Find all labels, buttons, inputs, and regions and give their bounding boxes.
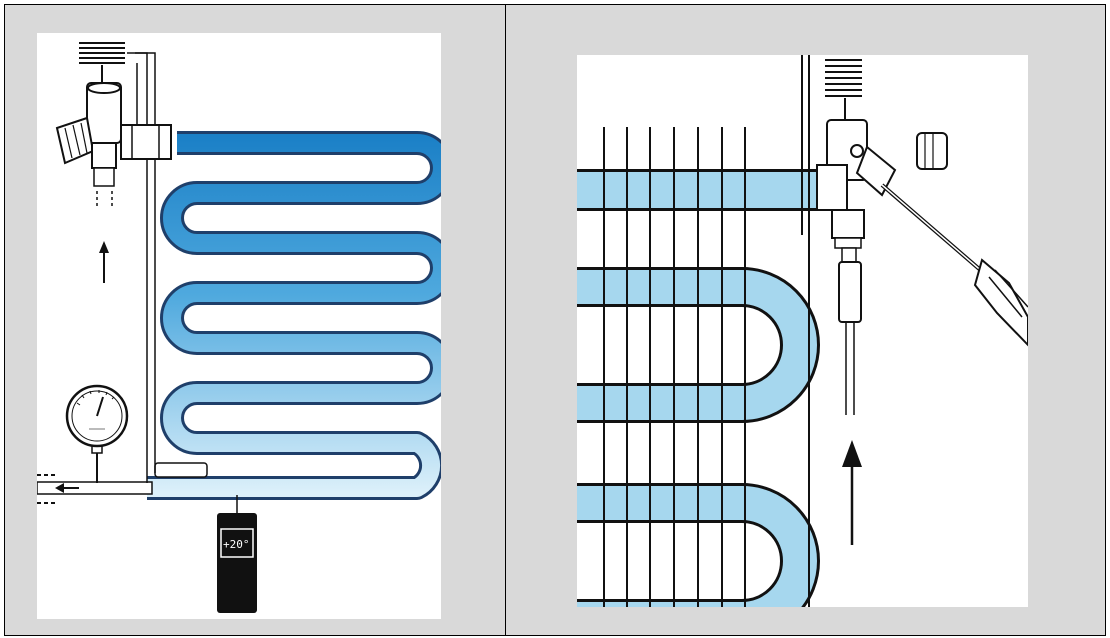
expansion-valve-icon [55,42,172,208]
cell-divider [505,4,506,636]
evaporator-diagram-right [577,55,1028,607]
suction-line [37,474,153,504]
screwdriver-icon [880,183,1028,347]
pressure-gauge-icon [65,384,129,483]
evaporator-coil [577,169,820,607]
wall-panel [801,55,810,607]
sensing-bulb [154,462,208,478]
inlet-flow-arrow-icon [99,241,109,283]
evaporator-coil [147,131,441,500]
thermometer-reading: +20° [223,538,250,551]
suction-flow-arrow-icon [55,483,79,493]
expansion-valve-icon [816,59,897,415]
coil-fins [603,127,746,607]
left-diagram-svg: +20° [37,42,441,613]
valve-cap-icon [916,132,948,170]
digital-thermometer-icon: +20° [217,495,257,613]
capillary-tubes [127,52,156,483]
evaporator-diagram-left: +20° [37,33,441,619]
right-diagram-svg [577,55,1028,607]
inlet-flow-arrow-icon [842,440,862,545]
